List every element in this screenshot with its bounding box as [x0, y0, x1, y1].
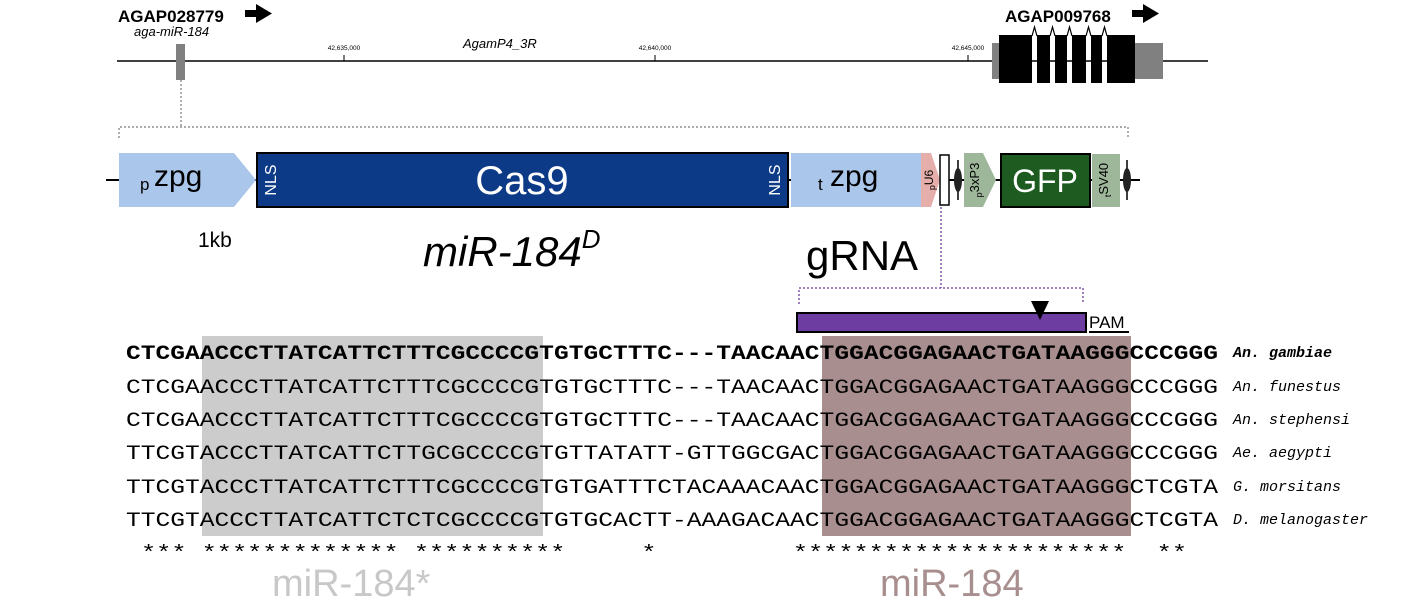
intron-line: [1031, 24, 1038, 37]
gene-right-arrow-icon: [1132, 4, 1159, 23]
exon-block: [1091, 35, 1102, 83]
sv40-terminator-block: [1092, 154, 1120, 207]
mir184-star-shading: [202, 336, 543, 536]
sequence-row: CTCGAACCCTTATCATTCTTTCGCCCCGTGTGCTTTC---…: [126, 377, 1218, 400]
species-label: G. morsitans: [1233, 479, 1341, 496]
nls-right-label: NLS: [767, 164, 784, 195]
mir184-star-label: miR-184*: [272, 563, 431, 605]
zpg-terminator-sub: t: [818, 175, 823, 194]
gene-left-sublabel: aga-miR-184: [134, 24, 209, 39]
attp-site-icon: [954, 160, 962, 200]
svg-text:p3xP3: p3xP3: [967, 163, 984, 198]
mir184-locus: [176, 44, 185, 80]
exon-block: [1107, 35, 1135, 83]
construct-name-sup: D: [582, 224, 601, 254]
gfp-block: [1000, 153, 1091, 208]
zpg-promoter-sub: p: [140, 175, 149, 194]
sequence-row: TTCGTACCCTTATCATTCTCTCGCCCCGTGTGCACTT-AA…: [126, 510, 1218, 533]
u6-promoter-block: [921, 153, 940, 207]
construct-name-main: miR-184: [423, 228, 582, 275]
p3xp3-promoter-label: 3xP3: [967, 163, 982, 193]
attp-site-icon: [1123, 160, 1131, 200]
gene-right-model: [992, 24, 1163, 83]
exon-block: [999, 35, 1032, 83]
genome-track: AGAP028779 aga-miR-184 AgamP4_3R 42,635,…: [117, 4, 1208, 138]
intron-line: [1085, 24, 1092, 37]
sequence-row: TTCGTACCCTTATCATTCTTTCGCCCCGTGTGATTTCTAC…: [126, 477, 1218, 500]
p3xp3-promoter-text: p3xP3: [967, 163, 984, 198]
p3xp3-promoter-sub: p: [974, 192, 984, 197]
tick-label: 42,645,000: [952, 45, 985, 52]
zpg-promoter-label: zpg: [154, 160, 202, 193]
tick-label: 42,640,000: [639, 45, 672, 52]
svg-text:tSV40: tSV40: [1096, 163, 1113, 197]
intron-line: [1101, 24, 1108, 37]
sequence-row: CTCGAACCCTTATCATTCTTTCGCCCCGTGTGCTTTC---…: [126, 343, 1218, 366]
svg-text:pU6: pU6: [922, 169, 937, 190]
scale-label: 1kb: [198, 229, 232, 252]
grna-label: gRNA: [806, 232, 918, 279]
pam-label: PAM: [1089, 313, 1125, 332]
exon-block: [1037, 35, 1050, 83]
cas9-block: [256, 152, 789, 208]
gfp-label: GFP: [1012, 163, 1078, 199]
intron-line: [1066, 24, 1073, 37]
species-labels: An. gambiae An. funestus An. stephensi A…: [1232, 345, 1368, 529]
cut-site-icon: [1031, 301, 1049, 320]
construct-name: miR-184D: [423, 224, 601, 275]
species-label: Ae. aegypti: [1232, 445, 1332, 462]
tick-label: 42,635,000: [328, 45, 361, 52]
intron-line: [1049, 24, 1056, 37]
drive-construct: p zpg NLS Cas9 NLS t zpg pU6 p3xP3: [106, 152, 1140, 333]
species-label: D. melanogaster: [1233, 512, 1368, 529]
species-label: An. funestus: [1232, 379, 1341, 396]
zoom-bracket: [118, 126, 1129, 138]
grna-zoom-bracket: [798, 287, 1084, 304]
zpg-terminator-block: [791, 153, 921, 207]
sv40-terminator-label: SV40: [1096, 163, 1111, 195]
u6-promoter-text: pU6: [922, 169, 937, 190]
gene-left-arrow-icon: [245, 4, 272, 23]
sv40-terminator-sub: t: [1103, 194, 1113, 197]
zpg-promoter-block: [119, 153, 256, 207]
u6-promoter-label: U6: [922, 169, 936, 185]
chromosome-label: AgamP4_3R: [462, 36, 537, 51]
grna-cassette-block: [939, 154, 950, 206]
p3xp3-promoter-block: [964, 153, 996, 207]
nls-left-label: NLS: [263, 164, 280, 195]
species-label: An. gambiae: [1232, 345, 1332, 362]
alignment-sequences: CTCGAACCCTTATCATTCTTTCGCCCCGTGTGCTTTC---…: [126, 343, 1218, 533]
species-label: An. stephensi: [1232, 412, 1350, 429]
sv40-terminator-text: tSV40: [1096, 163, 1113, 197]
utr-block: [992, 43, 1000, 79]
grna-target-bar: [796, 312, 1087, 333]
zpg-terminator-label: zpg: [830, 160, 878, 193]
sequence-row: CTCGAACCCTTATCATTCTTTCGCCCCGTGTGCTTTC---…: [126, 410, 1218, 433]
mir184-shading: [822, 336, 1131, 536]
mir184-label: miR-184: [880, 563, 1024, 605]
exon-block: [1072, 35, 1086, 83]
utr-block: [1135, 43, 1163, 79]
gene-right-label: AGAP009768: [1005, 7, 1111, 26]
sequence-row: TTCGTACCCTTATCATTCTTGCGCCCCGTGTTATATT-GT…: [126, 443, 1218, 466]
conservation-row: *** ************* ********** * *********…: [141, 543, 1187, 566]
cas9-label: Cas9: [475, 159, 568, 203]
u6-promoter-sub: p: [927, 185, 937, 190]
exon-block: [1055, 35, 1067, 83]
sequence-alignment: CTCGAACCCTTATCATTCTTTCGCCCCGTGTGCTTTC---…: [126, 336, 1368, 605]
gene-left-label: AGAP028779: [118, 7, 224, 26]
